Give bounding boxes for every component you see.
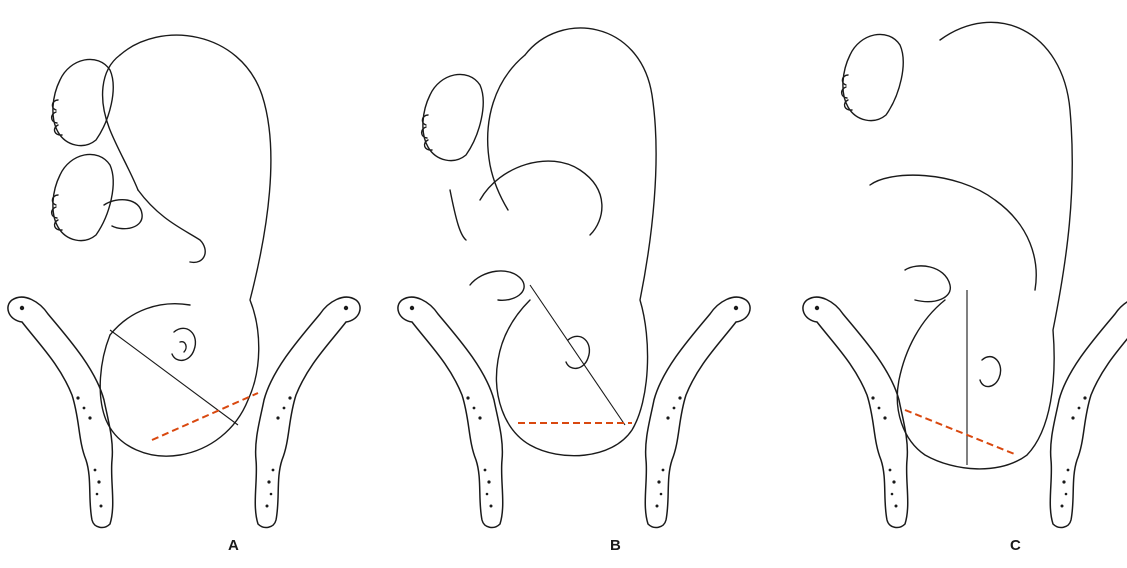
panel-a xyxy=(8,35,360,527)
pelvic-bone-right-c xyxy=(1050,297,1127,527)
diameter-line-c xyxy=(905,410,1017,455)
head-axis-b xyxy=(530,285,625,425)
pelvic-bone-left-c xyxy=(803,297,908,527)
panel-label-a: A xyxy=(228,537,239,554)
fetus-b xyxy=(422,28,656,456)
pelvic-bone-left-b xyxy=(398,297,503,527)
panel-b xyxy=(398,28,750,527)
pelvic-bone-right-a xyxy=(255,297,360,527)
pelvic-bone-left-a xyxy=(8,297,113,527)
panel-label-c: C xyxy=(1010,537,1021,554)
pelvic-bone-right-b xyxy=(645,297,750,527)
panel-c xyxy=(803,22,1127,527)
panel-label-b: B xyxy=(610,537,621,554)
